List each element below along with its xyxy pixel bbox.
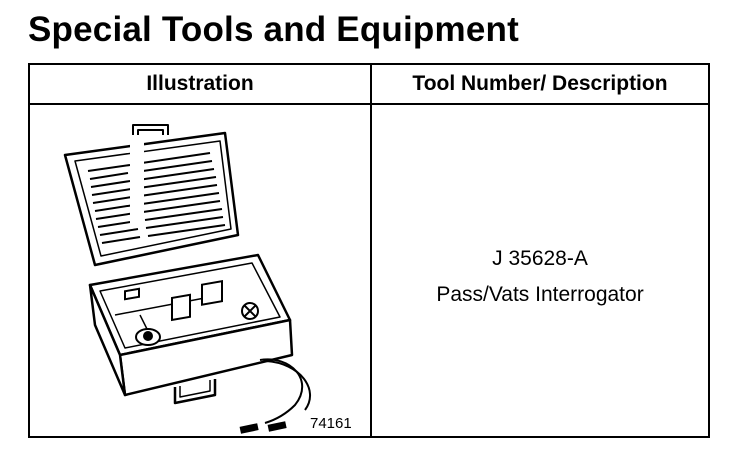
header-tool-description: Tool Number/ Description (412, 72, 668, 95)
tool-description-cell: J 35628-A Pass/Vats Interrogator (372, 105, 708, 436)
table-header-row: Illustration Tool Number/ Description (30, 65, 708, 105)
figure-number: 74161 (310, 415, 352, 432)
interrogator-tool-case-icon (63, 124, 311, 434)
header-illustration: Illustration (146, 72, 254, 95)
tool-number: J 35628-A (492, 247, 588, 270)
table-row: 74161 (30, 105, 370, 436)
column-divider (370, 65, 372, 436)
page-title: Special Tools and Equipment (28, 10, 519, 49)
tool-description: Pass/Vats Interrogator (436, 283, 644, 306)
tools-table: Illustration Tool Number/ Description (28, 63, 710, 438)
